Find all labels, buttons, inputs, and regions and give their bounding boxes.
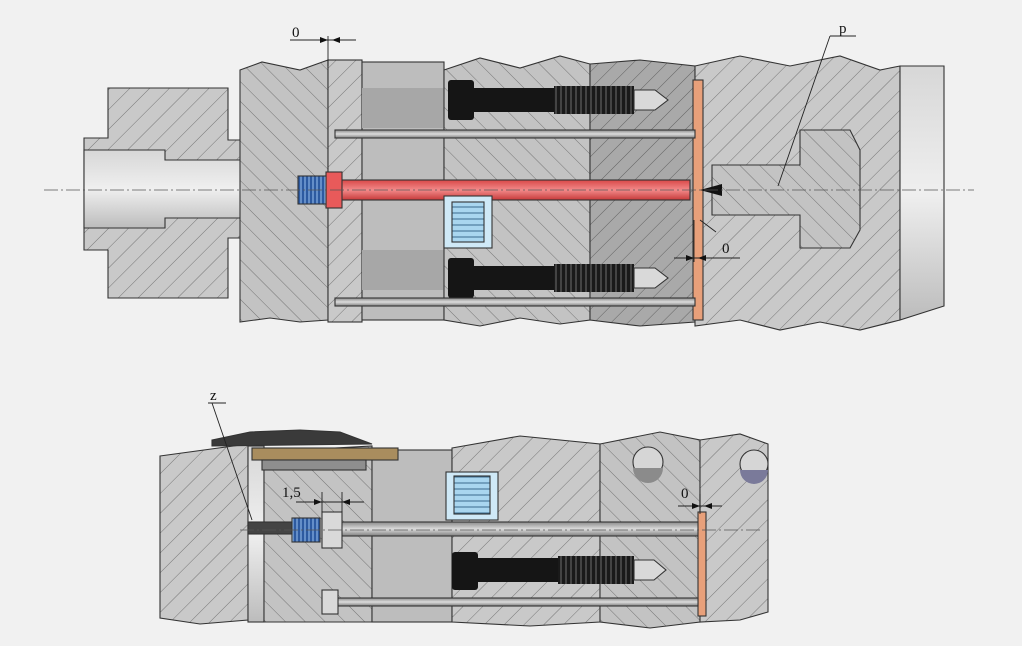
leader-p (777, 35, 856, 187)
label-top-p: p (839, 21, 847, 37)
dim-gap-bottom-right (678, 494, 722, 514)
dim-gap-15 (296, 492, 364, 512)
copper-shim-top (692, 79, 704, 321)
hole-1 (632, 446, 664, 483)
copper-shim-bottom (697, 511, 707, 617)
return-pin-bottom (329, 597, 699, 607)
bolt-bottom (452, 552, 667, 590)
label-bottom-z: z (210, 388, 217, 404)
plate-under-bronze (261, 459, 367, 471)
bronze-plate (251, 447, 399, 461)
machine-nozzle-right (899, 65, 945, 321)
label-bottom-gap-right: 0 (681, 486, 689, 502)
dim-gap-top-right (674, 219, 740, 262)
bolt-lower (448, 258, 669, 298)
return-pin-lower (334, 297, 696, 307)
bottom-assembly: z 1,5 0 (159, 388, 769, 629)
return-pin-head-bottom (321, 589, 339, 615)
housing-inner-lower (362, 250, 444, 290)
top-assembly: 0 p 0 (44, 21, 974, 331)
spring-top (443, 195, 493, 249)
return-pin-upper (334, 129, 696, 139)
ejector-pin-bottom (339, 521, 701, 537)
dark-pin-bottom (247, 521, 293, 535)
dim-gap-top-left (290, 36, 356, 66)
bolt-upper (448, 80, 669, 120)
top-plate-bottom (211, 429, 373, 447)
spring-bottom (445, 471, 499, 521)
label-top-gap-right: 0 (722, 241, 730, 257)
label-top-gap-left: 0 (292, 25, 300, 41)
housing-inner-upper (362, 88, 444, 128)
leader-z (208, 402, 253, 521)
hole-2 (739, 449, 769, 484)
label-bottom-gap-15: 1,5 (282, 485, 301, 501)
nozzle-tip-right (711, 129, 861, 249)
